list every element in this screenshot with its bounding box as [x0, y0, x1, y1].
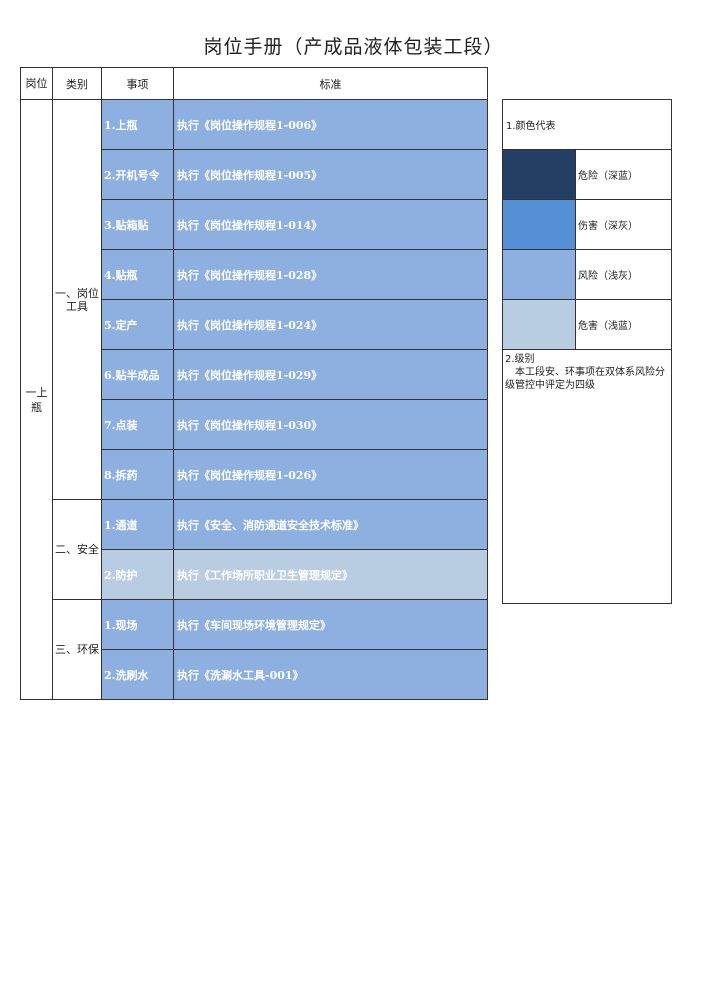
table-header-row: 岗位 类别 事项 标准 — [20, 67, 488, 100]
standard-cell: 执行《岗位操作规程1-030》 — [173, 399, 488, 450]
legend-label: 风险（浅灰） — [575, 249, 672, 300]
legend-row: 风险（浅灰） — [502, 249, 672, 300]
legend-row: 危险（深蓝） — [502, 149, 672, 200]
item-cell: 3.贴箱贴 — [101, 199, 174, 250]
standard-cell: 执行《岗位操作规程1-005》 — [173, 149, 488, 200]
legend-label: 危险（深蓝） — [575, 149, 672, 200]
item-cell: 2.开机号令 — [101, 149, 174, 200]
standard-cell: 执行《岗位操作规程1-026》 — [173, 449, 488, 500]
legend-color-swatch — [502, 149, 576, 200]
item-cell: 8.拆药 — [101, 449, 174, 500]
table-row: 6.贴半成品执行《岗位操作规程1-029》 — [21, 349, 488, 400]
standard-cell: 执行《岗位操作规程1-014》 — [173, 199, 488, 250]
table-row: 2.开机号令执行《岗位操作规程1-005》 — [21, 149, 488, 200]
item-cell: 6.贴半成品 — [101, 349, 174, 400]
category-label: 二、安全 — [52, 499, 102, 600]
legend-color-swatch — [502, 299, 576, 350]
standard-cell: 执行《岗位操作规程1-024》 — [173, 299, 488, 350]
header-standard: 标准 — [173, 67, 488, 100]
table-row: 2.洗刷水执行《洗涮水工具-001》 — [21, 649, 488, 700]
legend-note-body: 本工段安、环事项在双体系风险分级管控中评定为四级 — [505, 367, 665, 391]
standard-cell: 执行《车间现场环境管理规定》 — [173, 599, 488, 650]
header-post: 岗位 — [20, 67, 53, 100]
standard-cell: 执行《洗涮水工具-001》 — [173, 649, 488, 700]
item-cell: 1.现场 — [101, 599, 174, 650]
header-category: 类别 — [52, 67, 102, 100]
page-title: 岗位手册（产成品液体包装工段） — [203, 36, 504, 58]
category-label: 三、环保 — [52, 599, 102, 700]
legend-label: 危害（浅蓝） — [575, 299, 672, 350]
standard-cell: 执行《工作场所职业卫生管理规定》 — [173, 549, 488, 600]
legend-title: 1.颜色代表 — [502, 99, 672, 150]
item-cell: 2.防护 — [101, 549, 174, 600]
legend-label: 伤害（深灰） — [575, 199, 672, 250]
legend-note-title: 2.级别 — [505, 354, 535, 365]
item-cell: 1.上瓶 — [101, 99, 174, 150]
item-cell: 4.贴瓶 — [101, 249, 174, 300]
category-label: 一、岗位工具 — [52, 99, 102, 500]
standard-cell: 执行《岗位操作规程1-029》 — [173, 349, 488, 400]
table-row: 7.点装执行《岗位操作规程1-030》 — [21, 399, 488, 450]
legend-row: 伤害（深灰） — [502, 199, 672, 250]
header-item: 事项 — [101, 67, 174, 100]
table-row: 2.防护执行《工作场所职业卫生管理规定》 — [21, 549, 488, 600]
item-cell: 7.点装 — [101, 399, 174, 450]
standard-cell: 执行《岗位操作规程1-028》 — [173, 249, 488, 300]
legend-color-swatch — [502, 199, 576, 250]
table-row: 3.贴箱贴执行《岗位操作规程1-014》 — [21, 199, 488, 250]
legend-row: 危害（浅蓝） — [502, 299, 672, 350]
standard-cell: 执行《安全、消防通道安全技术标准》 — [173, 499, 488, 550]
table-row: 8.拆药执行《岗位操作规程1-026》 — [21, 449, 488, 500]
item-cell: 1.通道 — [101, 499, 174, 550]
table-row: 5.定产执行《岗位操作规程1-024》 — [21, 299, 488, 350]
item-cell: 2.洗刷水 — [101, 649, 174, 700]
post-label: 一上瓶 — [20, 99, 53, 700]
legend-note-row: 2.级别本工段安、环事项在双体系风险分级管控中评定为四级 — [502, 349, 672, 604]
item-cell: 5.定产 — [101, 299, 174, 350]
legend-note: 2.级别本工段安、环事项在双体系风险分级管控中评定为四级 — [502, 349, 672, 604]
legend-color-swatch — [502, 249, 576, 300]
table-row: 4.贴瓶执行《岗位操作规程1-028》 — [21, 249, 488, 300]
standard-cell: 执行《岗位操作规程1-006》 — [173, 99, 488, 150]
color-legend-table: 1.颜色代表 危险（深蓝）伤害（深灰）风险（浅灰）危害（浅蓝）2.级别本工段安、… — [502, 99, 672, 604]
